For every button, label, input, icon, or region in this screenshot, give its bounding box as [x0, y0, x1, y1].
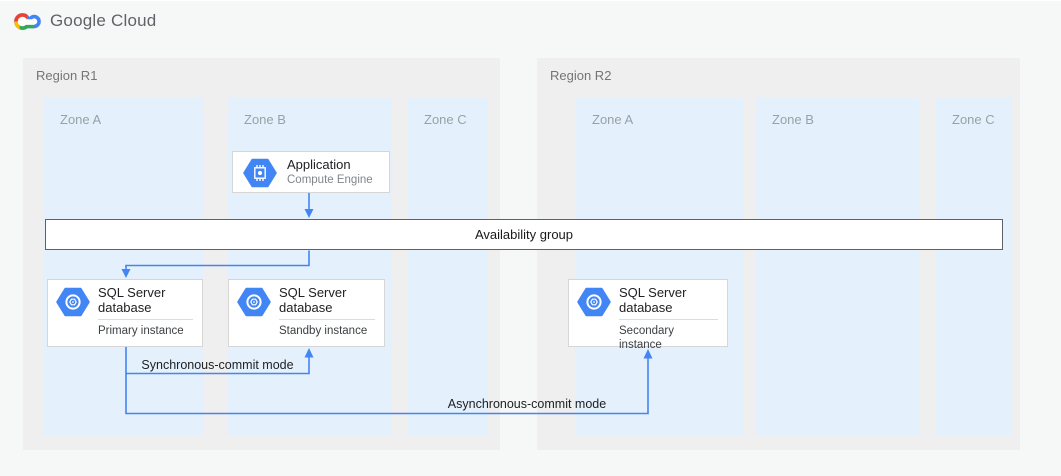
primary-db-title: SQL Server database	[98, 285, 166, 315]
google-cloud-icon	[14, 12, 41, 30]
region-r2-zone-b: Zone B	[755, 98, 919, 436]
availability-group-label: Availability group	[474, 227, 574, 242]
secondary-db-title: SQL Server database	[619, 285, 687, 315]
zone-label: Zone C	[424, 112, 467, 127]
standby-db-node: SQL Server database Standby instance	[228, 279, 385, 347]
secondary-db-subtitle: Secondary instance	[619, 325, 674, 351]
brand-cloud: Cloud	[111, 11, 157, 30]
region-r1-zone-c: Zone C	[407, 98, 488, 436]
zone-label: Zone A	[60, 112, 102, 127]
region-r1-zone-a: Zone A	[43, 98, 203, 436]
sync-commit-label: Synchronous-commit mode	[141, 358, 294, 372]
zone-label: Zone B	[772, 112, 814, 127]
brand-google: Google	[50, 11, 107, 30]
standby-db-subtitle: Standby instance	[279, 325, 368, 337]
zone-label: Zone A	[592, 112, 634, 127]
standby-db-title: SQL Server database	[279, 285, 347, 315]
divider	[98, 319, 193, 320]
availability-group-bar: Availability group	[45, 219, 1003, 250]
region-r2-label: Region R2	[550, 68, 612, 83]
zone-label: Zone B	[244, 112, 286, 127]
zone-label: Zone C	[952, 112, 995, 127]
sql-database-icon	[237, 287, 271, 317]
application-node: Application Compute Engine	[232, 151, 390, 193]
region-r2-zone-a: Zone A	[575, 98, 743, 436]
primary-db-subtitle: Primary instance	[98, 325, 184, 337]
divider	[619, 319, 718, 320]
secondary-db-node: SQL Server database Secondary instance	[568, 279, 728, 351]
google-cloud-logo: Google Cloud	[13, 9, 156, 33]
sql-database-icon	[56, 287, 90, 317]
async-commit-label: Asynchronous-commit mode	[447, 397, 607, 411]
divider	[279, 319, 375, 320]
region-r1: Region R1 Zone A Zone B Zone C	[23, 58, 500, 450]
sql-database-icon	[577, 287, 611, 317]
compute-engine-icon	[243, 158, 277, 188]
region-r2: Region R2 Zone A Zone B Zone C	[537, 58, 1020, 450]
region-r2-zone-c: Zone C	[935, 98, 1011, 436]
primary-db-node: SQL Server database Primary instance	[47, 279, 203, 347]
application-title: Application	[287, 157, 351, 172]
application-subtitle: Compute Engine	[287, 174, 373, 186]
region-r1-zone-b: Zone B	[227, 98, 392, 436]
region-r1-label: Region R1	[36, 68, 98, 83]
